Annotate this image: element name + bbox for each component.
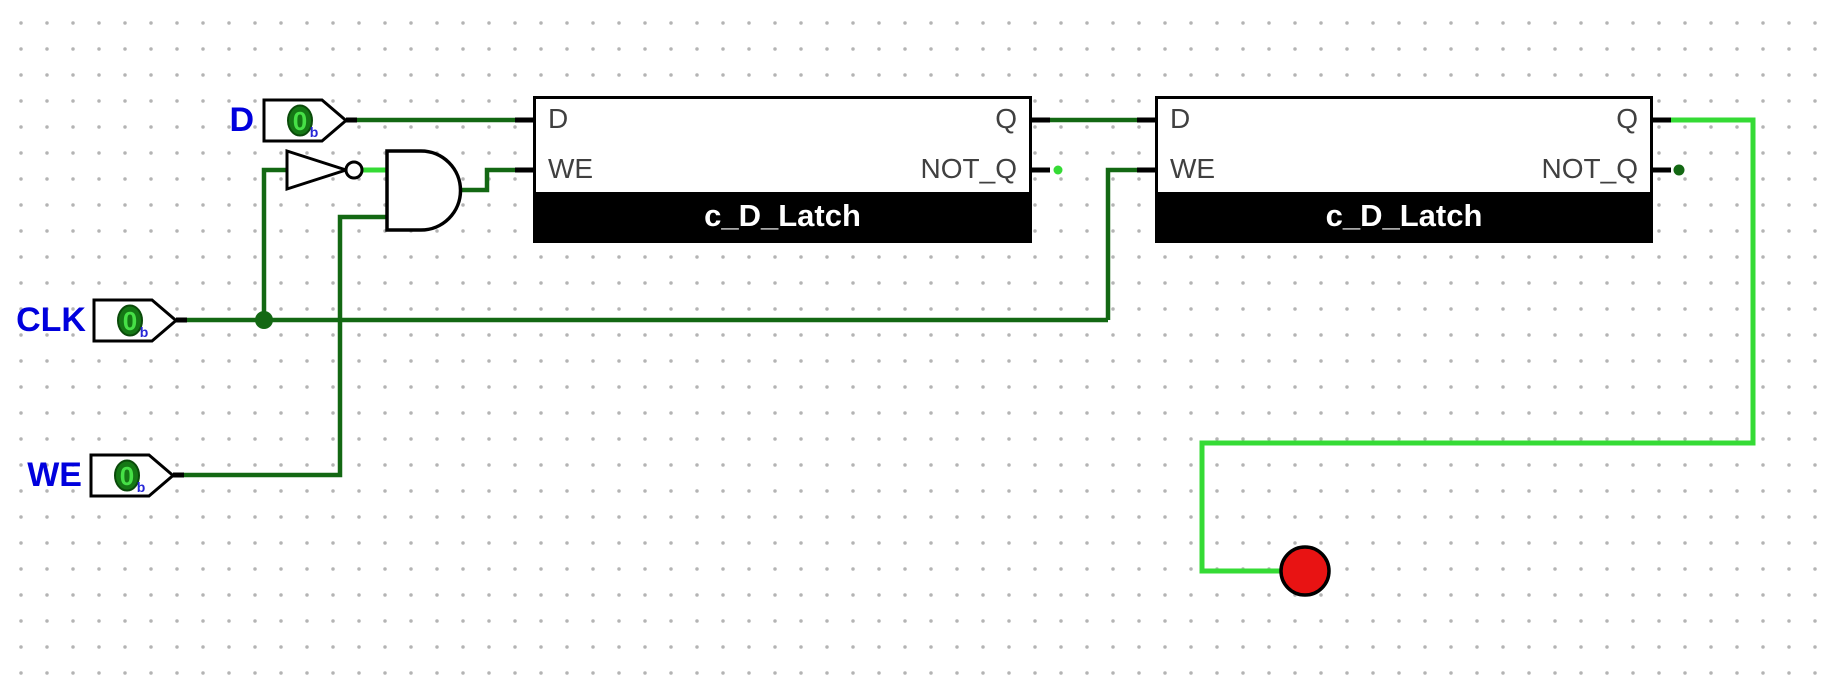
latch1-port-d-label: D [548,103,569,134]
latch2-port-q-label: Q [1616,103,1638,134]
latch2-port-d-label: D [1170,103,1191,134]
latch1-port-notq-label: NOT_Q [920,153,1017,184]
wire-we-to-and-gate[interactable] [173,214,387,478]
latch1-port-q-label: Q [995,103,1017,134]
port-stubs [173,117,1671,478]
input-pin-we[interactable]: 0 b [89,453,176,498]
wire-clk-to-not-gate[interactable] [261,167,287,320]
pin-d-radix: b [310,124,319,140]
latch2-port-notq-label: NOT_Q [1541,153,1638,184]
latch1-port-we-label: WE [548,153,594,184]
clk-wire-junction-dot [255,311,273,329]
not-gate[interactable] [285,148,364,192]
latch2-port-we-label: WE [1170,153,1216,184]
pin-d-value: 0 [293,106,307,136]
input-pin-clk[interactable]: 0 b [92,298,179,343]
latch2-title: c_D_Latch [1158,192,1650,240]
low-wires [173,117,1155,478]
latch2-notq-dot [1673,164,1685,176]
output-led[interactable] [1279,545,1331,597]
pin-d-value-oval[interactable] [287,104,313,137]
latch1-title: c_D_Latch [536,192,1029,240]
pin-we-value: 0 [120,461,134,491]
latch-2[interactable]: D WE Q NOT_Q c_D_Latch [1155,96,1653,243]
input-label-clk: CLK [16,301,86,339]
latch1-notq-dot [1053,165,1063,175]
high-wires [362,117,1756,574]
input-pin-d[interactable]: 0 b [262,98,349,143]
input-label-d: D [229,101,254,139]
latch-1[interactable]: D WE Q NOT_Q c_D_Latch [533,96,1032,243]
pin-we-radix: b [137,479,146,495]
pin-clk-radix: b [140,324,149,340]
pin-clk-value-oval[interactable] [117,304,143,337]
not-gate-triangle[interactable] [285,148,351,192]
input-label-we: WE [27,456,82,494]
not-gate-bubble [344,160,364,180]
pin-clk-value: 0 [123,306,137,336]
wire-and-to-latch1-we[interactable] [460,167,533,193]
wire-latch2q-to-led[interactable] [1199,117,1756,574]
and-gate[interactable] [385,149,463,232]
wire-clk-to-latch2-we[interactable] [1105,167,1155,320]
pin-we-value-oval[interactable] [114,459,140,492]
